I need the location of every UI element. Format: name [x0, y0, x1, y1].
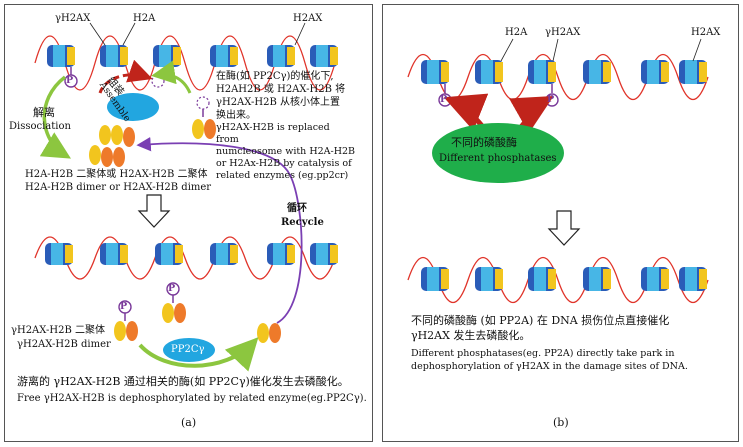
nucleosome-top-4: [210, 45, 238, 67]
free-cn: 游离的 γH2AX-H2B 通过相关的酶(如 PP2Cγ)催化发生去磷酸化。: [17, 375, 349, 388]
label-dissociation-cn: 解离: [33, 106, 55, 119]
caption-a: (a): [181, 416, 197, 429]
nucleosome-mid-6: [310, 243, 338, 265]
nucleosome-b-top-5: [641, 60, 669, 84]
label-h2a-b: H2A: [505, 27, 528, 38]
nucleosome-b-bot-2: [475, 267, 503, 291]
desc-en-1: Different phosphatases(eg. PP2A) directl…: [411, 348, 675, 359]
phosphate-dashed-a1: [151, 74, 165, 88]
nucleosome-b-bot-6: [679, 267, 707, 291]
pp2c-enzyme: [163, 338, 215, 362]
phosphate-a1: [64, 74, 78, 88]
dimer-cluster-a: [89, 125, 135, 167]
label-h2ax-a: H2AX: [293, 13, 323, 24]
panel-b-graphics: [407, 38, 709, 303]
label-recycle-en: Recycle: [281, 217, 324, 228]
nucleosome-b-bot-4: [583, 267, 611, 291]
replace-en-2: from: [216, 134, 239, 145]
nucleosome-b-top-3: [528, 60, 556, 84]
label-enzyme-cn: 不同的磷酸酶: [451, 136, 517, 149]
phosphate-b2-label: P: [547, 94, 555, 105]
replace-en-5: related enzymes (eg.pp2cr): [216, 170, 349, 181]
nucleosome-b-top-2: [475, 60, 503, 84]
phospho-dimer-center: [162, 282, 186, 323]
nucleosome-top-6: [310, 45, 338, 67]
phosphate-a1-label: P: [66, 75, 74, 86]
label-gdimer-en: γH2AX-H2B dimer: [17, 339, 111, 350]
hollow-arrow-b: [547, 210, 581, 246]
nucleosome-b-bot-3: [528, 267, 556, 291]
replace-en-1: γH2AX-H2B is replaced: [216, 122, 330, 133]
label-h2ax-b: H2AX: [691, 27, 721, 38]
label-dimer-en: H2A-H2B dimer or H2AX-H2B dimer: [25, 182, 212, 193]
nucleosome-b-bot-5: [641, 267, 669, 291]
phosphate-left-label: P: [120, 301, 128, 312]
phosphate-center-label: P: [168, 283, 176, 294]
nucleosome-mid-5: [267, 243, 295, 265]
nucleosome-top-1: [47, 45, 75, 67]
phospho-dimer-left: [114, 300, 138, 341]
enzyme-blue: [107, 93, 159, 121]
desc-cn-2: γH2AX 发生去磷酸化。: [411, 329, 531, 342]
label-enzyme-en: Different phosphatases: [439, 153, 557, 164]
dna-strand-top-a: [34, 35, 336, 91]
phosphate-dashed-a2: [196, 96, 210, 110]
hollow-arrow-a: [137, 194, 171, 228]
label-dissociation-en: Dissociation: [9, 121, 71, 132]
phosphatase-ellipse: [432, 123, 564, 183]
replace-cn-2: H2AH2B 或 H2AX-H2B 将: [216, 84, 346, 95]
desc-en-2: dephosphorylation of γH2AX in the damage…: [411, 361, 688, 372]
nucleosome-mid-1: [45, 243, 73, 265]
nucleosome-mid-4: [210, 243, 238, 265]
caption-b: (b): [553, 416, 569, 429]
nucleosome-top-2: [100, 45, 128, 67]
free-en: Free γH2AX-H2B is dephosphorylated by re…: [17, 393, 367, 404]
label-dimer-cn: H2A-H2B 二聚体或 H2AX-H2B 二聚体: [25, 169, 208, 180]
label-recycle-cn: 循环: [287, 203, 307, 214]
panel-b: H2A γH2AX H2AX P P 不同的磷酸酶 Different phos…: [382, 4, 739, 442]
desc-cn-1: 不同的磷酸酶 (如 PP2A) 在 DNA 损伤位点直接催化: [411, 314, 670, 327]
replace-cn-4: 换出来。: [216, 110, 256, 121]
replace-cn-3: γH2AX-H2B 从核小体上置: [216, 97, 341, 108]
panel-a: γH2AX H2A H2AX P 组装 Assemble 解离 Dissocia…: [4, 4, 373, 442]
replace-cn-1: 在酶(如 PP2Cγ)的催化下,: [216, 71, 334, 82]
label-h2a-a: H2A: [133, 13, 156, 24]
phosphate-b1-label: P: [440, 94, 448, 105]
label-gh2ax-b: γH2AX: [545, 27, 581, 38]
nucleosome-top-5: [267, 45, 295, 67]
nucleosome-top-3: [153, 45, 181, 67]
replace-en-3: numcleosome with H2A-H2B: [216, 146, 356, 157]
dna-strand-mid-a: [34, 236, 336, 280]
dna-strand-bottom-b: [407, 257, 709, 303]
dimer-replaced: [192, 109, 216, 139]
replace-en-4: or H2Ax-H2B by catalysis of: [216, 158, 352, 169]
nucleosome-mid-3: [155, 243, 183, 265]
nucleosome-b-top-1: [421, 60, 449, 84]
label-gdimer-cn: γH2AX-H2B 二聚体: [11, 325, 106, 336]
nucleosome-b-top-4: [583, 60, 611, 84]
dephospho-dimer-right: [257, 323, 281, 343]
panel-a-graphics: [34, 22, 338, 372]
nucleosome-mid-2: [100, 243, 128, 265]
label-pp2c: PP2Cγ: [171, 344, 205, 355]
nucleosome-b-bot-1: [421, 267, 449, 291]
nucleosome-b-top-6: [679, 60, 707, 84]
label-gh2ax-a: γH2AX: [55, 13, 91, 24]
recycle-arrow: [136, 136, 303, 324]
